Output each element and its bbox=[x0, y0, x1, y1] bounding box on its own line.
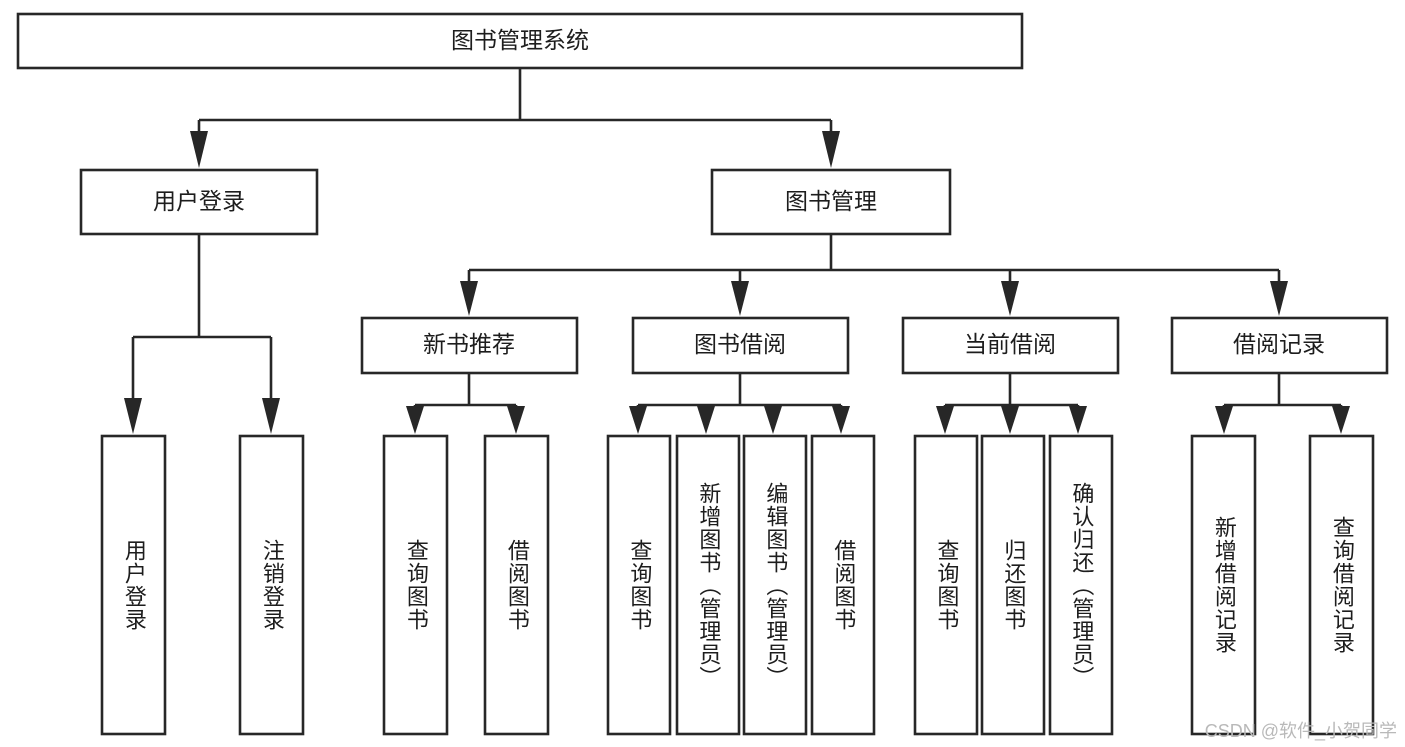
leaf-box-user-login-2[interactable] bbox=[238, 434, 305, 736]
arrowhead-current-borrow-leaf-2 bbox=[1001, 406, 1019, 434]
arrowhead-borrow-records-leaf-1 bbox=[1215, 406, 1233, 434]
leaf-box-book-borrow-2[interactable] bbox=[675, 434, 741, 736]
arrowhead-book-borrow-leaf-3 bbox=[764, 406, 782, 434]
node-borrow-records-box[interactable] bbox=[1170, 316, 1389, 375]
arrowhead-user-login-leaf-2 bbox=[262, 398, 280, 434]
leaf-box-borrow-records-2[interactable] bbox=[1308, 434, 1375, 736]
node-current-borrow-label: 当前借阅 bbox=[964, 331, 1056, 357]
arrowhead-to-new-book bbox=[460, 281, 478, 316]
leaf-box-book-borrow-3[interactable] bbox=[742, 434, 808, 736]
leaf-box-user-login-1[interactable] bbox=[100, 434, 167, 736]
arrowhead-to-current-borrow bbox=[1001, 281, 1019, 316]
leaf-box-current-borrow-2[interactable] bbox=[980, 434, 1046, 736]
leaf-box-current-borrow-3[interactable] bbox=[1048, 434, 1114, 736]
arrowhead-book-borrow-leaf-1 bbox=[629, 406, 647, 434]
arrowhead-borrow-records-leaf-2 bbox=[1332, 406, 1350, 434]
leaf-box-new-book-2[interactable] bbox=[483, 434, 550, 736]
arrowhead-book-borrow-leaf-4 bbox=[832, 406, 850, 434]
node-root-label: 图书管理系统 bbox=[451, 27, 589, 53]
node-new-book-box[interactable] bbox=[360, 316, 579, 375]
node-current-borrow-box[interactable] bbox=[901, 316, 1120, 375]
arrowhead-new-book-leaf-1 bbox=[406, 406, 424, 434]
node-user-login-label: 用户登录 bbox=[153, 188, 245, 214]
arrowhead-user-login-leaf-1 bbox=[124, 398, 142, 434]
watermark-text: CSDN @软件_小贺同学 bbox=[1204, 721, 1397, 741]
leaf-box-borrow-records-1[interactable] bbox=[1190, 434, 1257, 736]
leaf-box-current-borrow-1[interactable] bbox=[913, 434, 979, 736]
arrowhead-to-borrow-records bbox=[1270, 281, 1288, 316]
node-book-mgmt-box[interactable] bbox=[710, 168, 952, 236]
node-book-borrow-label: 图书借阅 bbox=[694, 331, 786, 357]
arrowhead-current-borrow-leaf-1 bbox=[936, 406, 954, 434]
node-book-borrow-box[interactable] bbox=[631, 316, 850, 375]
node-borrow-records-label: 借阅记录 bbox=[1233, 331, 1325, 357]
node-book-mgmt-label: 图书管理 bbox=[785, 188, 877, 214]
arrowhead-book-borrow-leaf-2 bbox=[697, 406, 715, 434]
arrowhead-to-user-login bbox=[190, 131, 208, 168]
arrowhead-to-book-mgmt bbox=[822, 131, 840, 168]
node-new-book-label: 新书推荐 bbox=[423, 331, 515, 357]
leaf-box-book-borrow-4[interactable] bbox=[810, 434, 876, 736]
arrowhead-new-book-leaf-2 bbox=[507, 406, 525, 434]
arrowhead-current-borrow-leaf-3 bbox=[1069, 406, 1087, 434]
arrowhead-to-book-borrow bbox=[731, 281, 749, 316]
leaf-box-new-book-1[interactable] bbox=[382, 434, 449, 736]
leaf-box-book-borrow-1[interactable] bbox=[606, 434, 672, 736]
node-root-box[interactable] bbox=[16, 12, 1024, 70]
